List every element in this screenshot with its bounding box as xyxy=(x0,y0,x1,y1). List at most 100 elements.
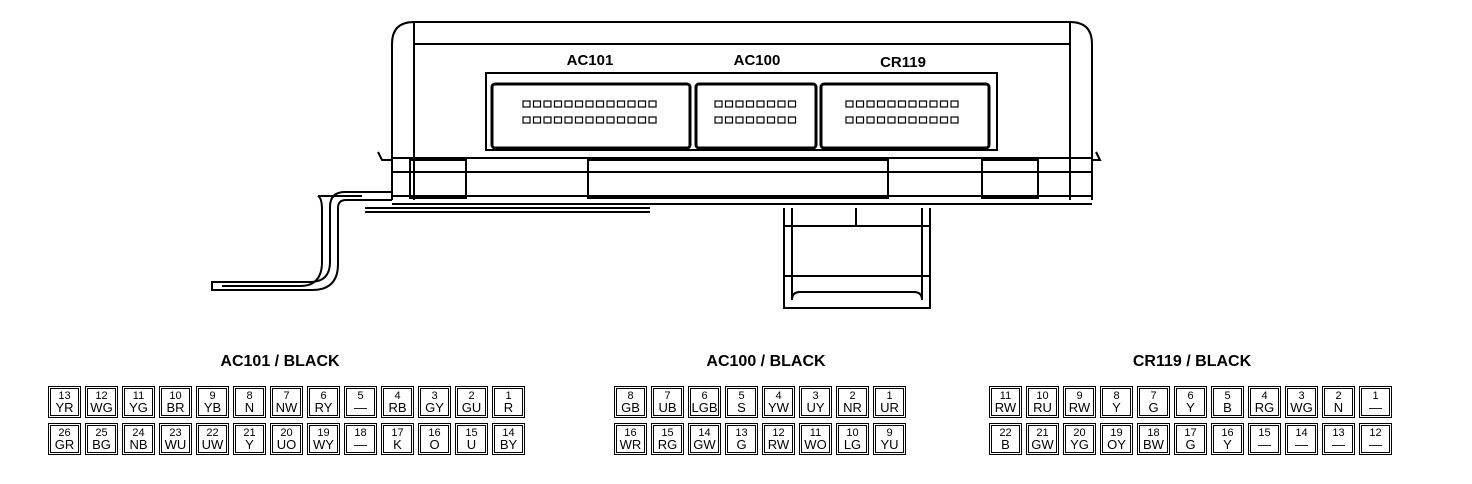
wire-color: Y xyxy=(1223,437,1232,452)
ac101-pin-cavity xyxy=(574,116,584,124)
cr119-pin-cavity xyxy=(845,100,854,108)
wire-color: WG xyxy=(1290,400,1313,415)
cr119-pin-cavity xyxy=(939,100,949,108)
control-module-drawing xyxy=(211,21,1102,309)
pin-number: 12 xyxy=(772,427,785,439)
pin-number: 14 xyxy=(502,427,515,439)
pin-number: 15 xyxy=(465,427,478,439)
ac101-pin-cavity xyxy=(648,116,657,124)
pin-number: 15 xyxy=(661,427,674,439)
wire-color: WG xyxy=(90,400,113,415)
wire-color: NR xyxy=(843,400,862,415)
cr119-pin-cavity xyxy=(855,116,865,124)
wire-color: BW xyxy=(1143,437,1164,452)
wire-color: UO xyxy=(276,437,297,452)
ac100-pin-cavity xyxy=(724,116,734,124)
wire-color: Y xyxy=(1186,400,1195,415)
ac101-pin-cavity xyxy=(532,100,542,108)
pin-number: 14 xyxy=(698,427,711,439)
pin-number: 13 xyxy=(1332,427,1345,439)
wire-color: U xyxy=(466,437,477,452)
wire-color: RW xyxy=(994,400,1017,415)
wire-color: G xyxy=(1148,400,1159,415)
ac101-pin-cavity xyxy=(595,116,605,124)
pin-number: 10 xyxy=(1036,390,1049,402)
wire-color: R xyxy=(503,400,514,415)
cr119-pin-cavity xyxy=(845,116,854,124)
pin-cell: 15— xyxy=(1248,423,1281,455)
cr119-pin-cavity xyxy=(855,100,865,108)
pin-cell: 14— xyxy=(1285,423,1318,455)
pin-number: 9 xyxy=(886,427,893,439)
wire-color: RW xyxy=(1068,400,1091,415)
ac101-pin-cavity xyxy=(585,116,594,124)
wire-color: — xyxy=(1369,437,1382,452)
ac100-pin-cavity xyxy=(756,100,765,108)
ac101-pin-cavity xyxy=(564,100,573,108)
pin-number: 7 xyxy=(1150,390,1157,402)
connector-recess xyxy=(485,72,998,151)
ac101-pin-cavity xyxy=(543,116,552,124)
wire-color: UB xyxy=(658,400,677,415)
ac100-connector-label: AC100 xyxy=(733,52,781,69)
wire-color: UW xyxy=(201,437,224,452)
pin-number: 4 xyxy=(1261,390,1268,402)
cr119-pin-cavity xyxy=(887,100,896,108)
cr119-connector-body xyxy=(819,82,991,150)
wire-color: Y xyxy=(1112,400,1121,415)
ac100-pin-cavity xyxy=(714,100,723,108)
wire-color: GR xyxy=(54,437,75,452)
pin-cell: 5— xyxy=(344,386,377,418)
wire-color: UR xyxy=(880,400,899,415)
wire-color: OY xyxy=(1107,437,1126,452)
wire-color: RG xyxy=(1254,400,1275,415)
pin-number: 17 xyxy=(391,427,404,439)
ac100-pin-cavity xyxy=(745,116,755,124)
pin-number: 2 xyxy=(468,390,475,402)
pin-number: 9 xyxy=(1076,390,1083,402)
ac100-pin-cavity xyxy=(777,100,786,108)
pin-cell: 12— xyxy=(1359,423,1392,455)
cr119-pin-cavity xyxy=(876,100,886,108)
wire-color: — xyxy=(1295,437,1308,452)
cr119-table-title: CR119 / BLACK xyxy=(1132,353,1252,370)
wire-color: G xyxy=(1185,437,1196,452)
wire-color: — xyxy=(354,437,367,452)
cr119-pin-cavity xyxy=(908,100,917,108)
cr119-pin-cavity xyxy=(866,116,875,124)
ac101-table-title: AC101 / BLACK xyxy=(220,353,340,370)
pin-number: 16 xyxy=(428,427,441,439)
ac101-pin-cavity xyxy=(616,100,626,108)
wire-color: YB xyxy=(203,400,222,415)
ac101-pin-cavity xyxy=(648,100,657,108)
pin-number: 7 xyxy=(664,390,671,402)
wire-color: GU xyxy=(461,400,482,415)
pin-number: 7 xyxy=(283,390,290,402)
pin-number: 10 xyxy=(846,427,859,439)
